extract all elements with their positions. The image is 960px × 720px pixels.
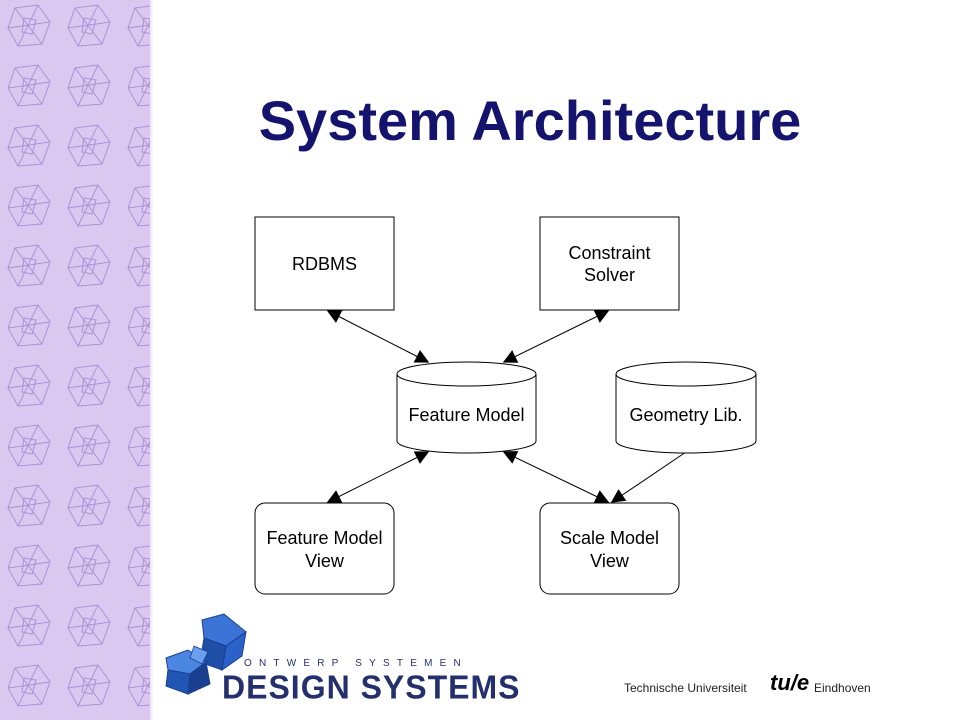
node-feature-model-view-label-line1: Feature Model	[266, 528, 382, 548]
node-scale-model-view: Scale Model View	[539, 502, 680, 595]
decorative-sidebar	[0, 0, 150, 720]
connector-geometry-lib-scale-model-view	[610, 451, 687, 503]
sidebar-edge	[150, 0, 154, 720]
connector-feature-model-constraint-solver	[502, 310, 610, 363]
node-feature-model-label: Feature Model	[408, 405, 524, 425]
logo-wordmark: DESIGN SYSTEMS	[222, 668, 521, 706]
node-feature-model-view-label-line2: View	[305, 551, 345, 571]
node-constraint-solver-label-line2: Solver	[584, 265, 635, 285]
node-feature-model: Feature Model	[396, 361, 537, 454]
node-geometry-lib-label: Geometry Lib.	[629, 405, 742, 425]
node-constraint-solver: Constraint Solver	[539, 216, 680, 311]
university-name-left: Technische Universiteit	[624, 681, 747, 695]
connector-feature-model-feature-model-view	[326, 451, 430, 503]
sidebar-pattern	[0, 0, 150, 720]
connector-feature-model-scale-model-view	[502, 451, 610, 503]
node-feature-model-view: Feature Model View	[254, 502, 395, 595]
slide-title: System Architecture	[258, 89, 802, 152]
node-scale-model-view-label-line2: View	[590, 551, 630, 571]
node-rdbms: RDBMS	[254, 216, 395, 311]
design-systems-cube-logo	[165, 613, 247, 695]
node-scale-model-view-label-line1: Scale Model	[560, 528, 659, 548]
node-rdbms-label: RDBMS	[292, 254, 357, 274]
logo-subtitle: ONTWERP SYSTEMEN	[244, 658, 468, 669]
tue-logo-mark: tu/e	[770, 670, 810, 695]
connector-feature-model-rdbms	[326, 310, 430, 363]
university-name-right: Eindhoven	[814, 681, 871, 695]
node-constraint-solver-label-line1: Constraint	[568, 243, 650, 263]
node-geometry-lib: Geometry Lib.	[615, 361, 757, 454]
